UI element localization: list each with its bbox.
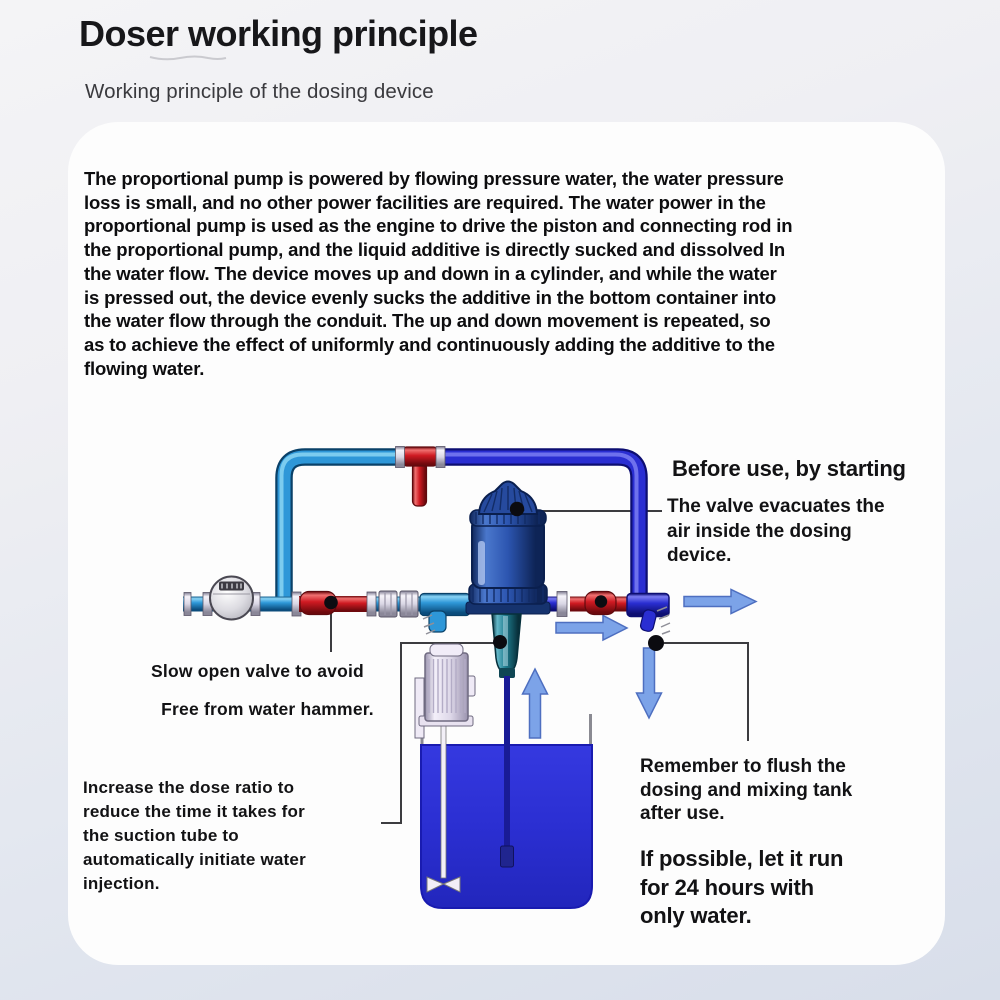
page-subtitle: Working principle of the dosing device	[85, 80, 434, 103]
annotation-if-possible: If possible, let it run for 24 hours wit…	[640, 846, 844, 928]
annotation-remember-flush: Remember to flush the dosing and mixing …	[640, 756, 853, 824]
page-title: Doser working principle	[79, 13, 478, 54]
annotation-slow-open-valve: Slow open valve to avoid	[151, 661, 364, 681]
annotation-before-use-title: Before use, by starting	[672, 456, 906, 481]
annotation-before-use-body: The valve evacuates the air inside the d…	[667, 496, 885, 566]
title-scribble	[149, 55, 227, 61]
intro-paragraph: The proportional pump is powered by flow…	[84, 168, 793, 379]
annotation-water-hammer: Free from water hammer.	[161, 699, 374, 719]
annotation-increase-dose: Increase the dose ratio to reduce the ti…	[83, 778, 306, 893]
